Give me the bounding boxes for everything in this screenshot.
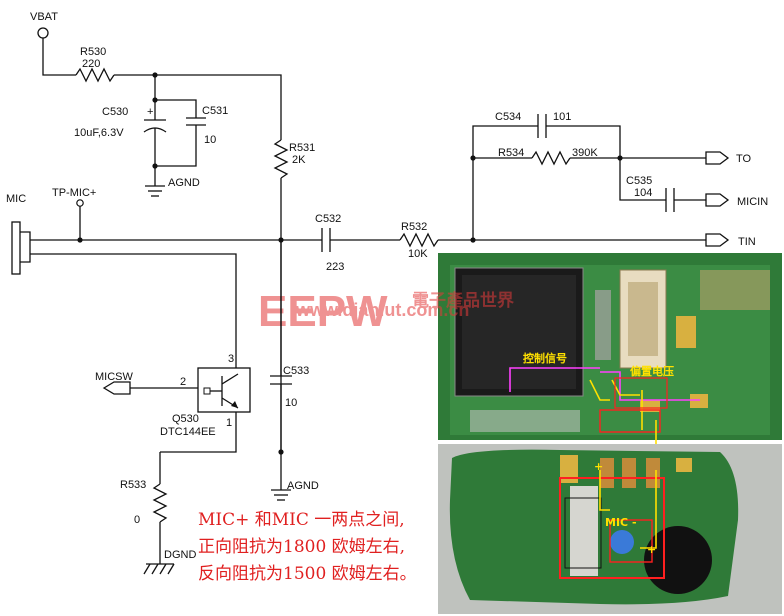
c534-value: 101: [553, 111, 571, 123]
r532-ref: R532: [401, 221, 427, 233]
pcb-photo-top: 控制信号 偏置电压: [438, 253, 782, 470]
schematic-labels: VBAT R530 220 C530 + 10uF,6.3V C531 10 A…: [6, 11, 768, 561]
c534-ref: C534: [495, 111, 521, 123]
impedance-note: MIC+ 和MIC 一两点之间, 正向阻抗为1800 欧姆左右, 反向阻抗为15…: [198, 510, 417, 584]
r530-resistor-icon: [75, 67, 115, 83]
mic-plus-label: +: [647, 543, 656, 556]
c531-ref: C531: [202, 105, 228, 117]
bias-voltage-label: 偏置电压: [630, 364, 674, 378]
micsw-label: MICSW: [95, 371, 134, 383]
c531-value: 10: [204, 134, 216, 146]
mic-connector-icon: [11, 221, 21, 275]
plus-mark-label: +: [594, 460, 603, 473]
q530-part: DTC144EE: [160, 426, 216, 438]
vbat-label: VBAT: [30, 11, 58, 23]
r531-resistor-icon: [273, 139, 289, 179]
mic-minus-label: MIC -: [605, 516, 637, 529]
pcb-photo-bottom: + MIC - +: [438, 444, 782, 614]
r534-ref: R534: [498, 147, 524, 159]
c532-ref: C532: [315, 213, 341, 225]
q530-pin3-label: 3: [228, 353, 234, 365]
micsw-pin-label: 2: [180, 376, 186, 388]
mic-label: MIC: [6, 193, 26, 205]
r532-resistor-icon: [399, 232, 439, 248]
tp-mic-testpoint-icon: [76, 199, 84, 207]
c530-polarity: +: [147, 106, 153, 118]
q530-pin1-label: 1: [226, 417, 232, 429]
to-port-icon: [705, 151, 730, 165]
c530-value: 10uF,6.3V: [74, 127, 124, 139]
tin-port-icon: [705, 233, 730, 247]
note-line-2: 正向阻抗为1800 欧姆左右,: [198, 537, 405, 557]
r531-ref: R531: [289, 142, 315, 154]
r531-value: 2K: [292, 154, 306, 166]
c532-value: 223: [326, 261, 344, 273]
c530-ref: C530: [102, 106, 128, 118]
c533-ref: C533: [283, 365, 309, 377]
tin-label: TIN: [738, 236, 756, 248]
c535-ref: C535: [626, 175, 652, 187]
r533-value: 0: [134, 514, 140, 526]
q530-transistor-icon: [197, 367, 251, 413]
c533-value: 10: [285, 397, 297, 409]
r533-resistor-icon: [152, 483, 168, 523]
agnd-bottom-label: AGND: [287, 480, 319, 492]
agnd-top-label: AGND: [168, 177, 200, 189]
to-label: TO: [736, 153, 752, 165]
schematic-wires: [11, 27, 730, 575]
micin-label: MICIN: [737, 196, 768, 208]
r530-ref: R530: [80, 46, 106, 58]
dgnd-label: DGND: [164, 549, 196, 561]
micin-port-icon: [705, 193, 730, 207]
tp-mic-label: TP-MIC+: [52, 187, 96, 199]
r534-value: 390K: [572, 147, 598, 159]
r534-resistor-icon: [531, 150, 571, 166]
vbat-terminal-icon: [37, 27, 49, 39]
micsw-port-icon: [102, 381, 131, 395]
note-line-3: 反向阻抗为1500 欧姆左右。: [198, 564, 417, 584]
control-signal-label: 控制信号: [523, 351, 567, 365]
watermark-cn: 電子產品世界: [412, 290, 514, 310]
c535-value: 104: [634, 187, 652, 199]
r533-ref: R533: [120, 479, 146, 491]
r530-value: 220: [82, 58, 100, 70]
watermark-url: www.dianlut.com.cn: [295, 300, 469, 320]
r532-value: 10K: [408, 248, 428, 260]
q530-ref: Q530: [172, 413, 199, 425]
note-line-1: MIC+ 和MIC 一两点之间,: [198, 510, 405, 530]
watermark-logo: EEPW: [258, 287, 388, 336]
watermark: EEPW 電子產品世界 www.dianlut.com.cn: [258, 287, 514, 336]
